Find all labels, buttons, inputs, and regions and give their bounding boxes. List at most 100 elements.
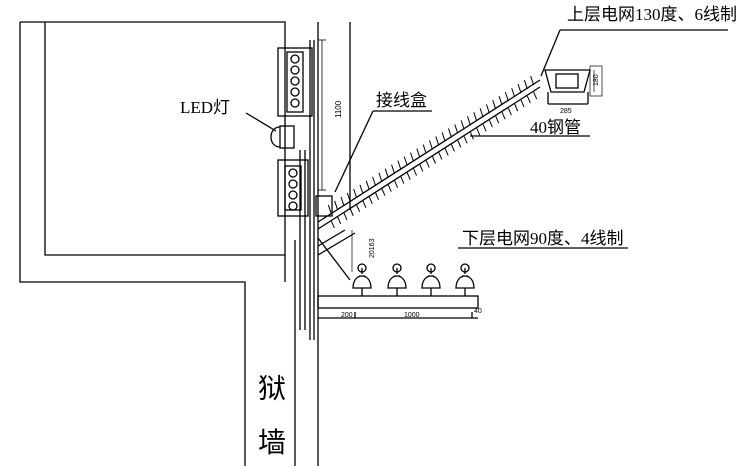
barb-tooth	[384, 168, 389, 178]
vertical-pole	[299, 40, 315, 340]
prison-wall-label-2: 墙	[258, 427, 286, 459]
barb-tooth	[372, 176, 377, 186]
beam-left-dimension: 200	[341, 312, 353, 319]
insulator	[387, 268, 407, 296]
barb-tooth	[353, 188, 358, 199]
horizontal-beam	[317, 295, 479, 319]
lamp-detail	[544, 65, 603, 105]
lower-signal-box	[277, 159, 309, 217]
barb-tooth	[447, 128, 452, 138]
barb-tooth	[526, 95, 531, 104]
led-lamp-label: LED灯	[180, 98, 230, 117]
barb-tooth	[466, 116, 471, 126]
barb-tooth	[460, 120, 465, 130]
barb-tooth	[438, 152, 443, 160]
steel-pipe-arm	[317, 79, 541, 256]
barb-tooth	[375, 192, 380, 200]
barb-tooth	[504, 91, 509, 102]
pole-dimension-line	[318, 39, 326, 191]
barb-tooth	[387, 184, 392, 192]
barb-tooth	[378, 172, 383, 182]
barb-tooth	[511, 87, 516, 98]
barb-tooth	[520, 99, 525, 108]
barb-tooth	[463, 136, 468, 144]
barb-tooth	[403, 156, 408, 166]
barb-tooth	[362, 200, 367, 209]
lower-bracket	[317, 230, 353, 281]
barb-tooth	[346, 192, 351, 203]
barb-tooth	[473, 112, 478, 122]
beam-main-dimension: 1000	[404, 312, 420, 319]
barb-tooth	[492, 100, 497, 110]
led-lamp	[245, 112, 295, 149]
lower-net-label: 下层电网90度、4线制	[462, 229, 624, 248]
barb-tooth	[479, 108, 484, 118]
barb-tooth	[416, 148, 421, 158]
pole-dimension-text: 1100	[334, 100, 343, 118]
barb-tooth	[476, 128, 481, 136]
barb-tooth	[425, 160, 430, 168]
insulator-cap	[426, 263, 436, 273]
barb-tooth	[517, 83, 522, 94]
prison-wall-outline	[19, 21, 351, 466]
barb-tooth	[530, 75, 535, 86]
barb-tooth	[444, 148, 449, 156]
barb-tooth	[457, 140, 462, 148]
barb-tooth	[334, 200, 339, 211]
barb-tooth	[523, 79, 528, 90]
barb-tooth	[365, 180, 370, 190]
insulators	[352, 263, 475, 296]
barb-tooth	[368, 196, 373, 204]
barb-tooth	[495, 116, 500, 124]
insulator	[421, 268, 441, 296]
barb-tooth	[410, 152, 415, 162]
barb-tooth	[429, 140, 433, 150]
barb-tooth	[406, 172, 411, 180]
barb-tooth	[422, 144, 427, 154]
insulator	[352, 268, 372, 296]
junction-box	[315, 110, 432, 217]
upper-net-label: 上层电网130度、6线制	[567, 5, 737, 24]
barb-tooth	[349, 208, 354, 217]
barb-tooth	[340, 196, 345, 207]
barb-tooth	[394, 180, 399, 188]
barb-tooth	[435, 136, 440, 146]
barbed-wire-teeth	[327, 75, 538, 229]
beam-right-dimension: 40	[474, 308, 482, 315]
barb-tooth	[514, 103, 519, 112]
barb-tooth	[413, 168, 417, 176]
upper-net-leader	[540, 29, 561, 77]
barb-tooth	[419, 164, 424, 172]
barb-tooth	[485, 104, 490, 114]
upper-signal-box	[277, 47, 313, 117]
steel-pipe-label: 40钢管	[530, 118, 581, 137]
barb-tooth	[507, 107, 512, 116]
lamp-width-text: 285	[560, 108, 572, 115]
barb-tooth	[482, 124, 487, 132]
insulator-cap	[392, 263, 402, 273]
barb-tooth	[441, 132, 446, 142]
insulator	[455, 268, 475, 296]
arm-dimension-text: 20163	[369, 238, 376, 258]
prison-wall-label-1: 狱	[258, 374, 286, 405]
barb-tooth	[501, 111, 506, 120]
barb-tooth	[391, 164, 396, 174]
barb-tooth	[451, 144, 455, 152]
insulator-cap	[357, 263, 367, 273]
lamp-height-text: 180	[593, 74, 600, 86]
barb-tooth	[432, 156, 436, 164]
barb-tooth	[359, 184, 364, 194]
insulator-cap	[460, 263, 470, 273]
barb-tooth	[337, 216, 342, 225]
barb-tooth	[533, 91, 538, 100]
barb-tooth	[343, 212, 348, 221]
barb-tooth	[400, 176, 405, 184]
barb-tooth	[327, 204, 332, 215]
barb-tooth	[498, 96, 503, 106]
barb-tooth	[356, 204, 361, 213]
barb-tooth	[397, 160, 402, 170]
barb-tooth	[381, 188, 386, 196]
barb-tooth	[330, 220, 335, 229]
